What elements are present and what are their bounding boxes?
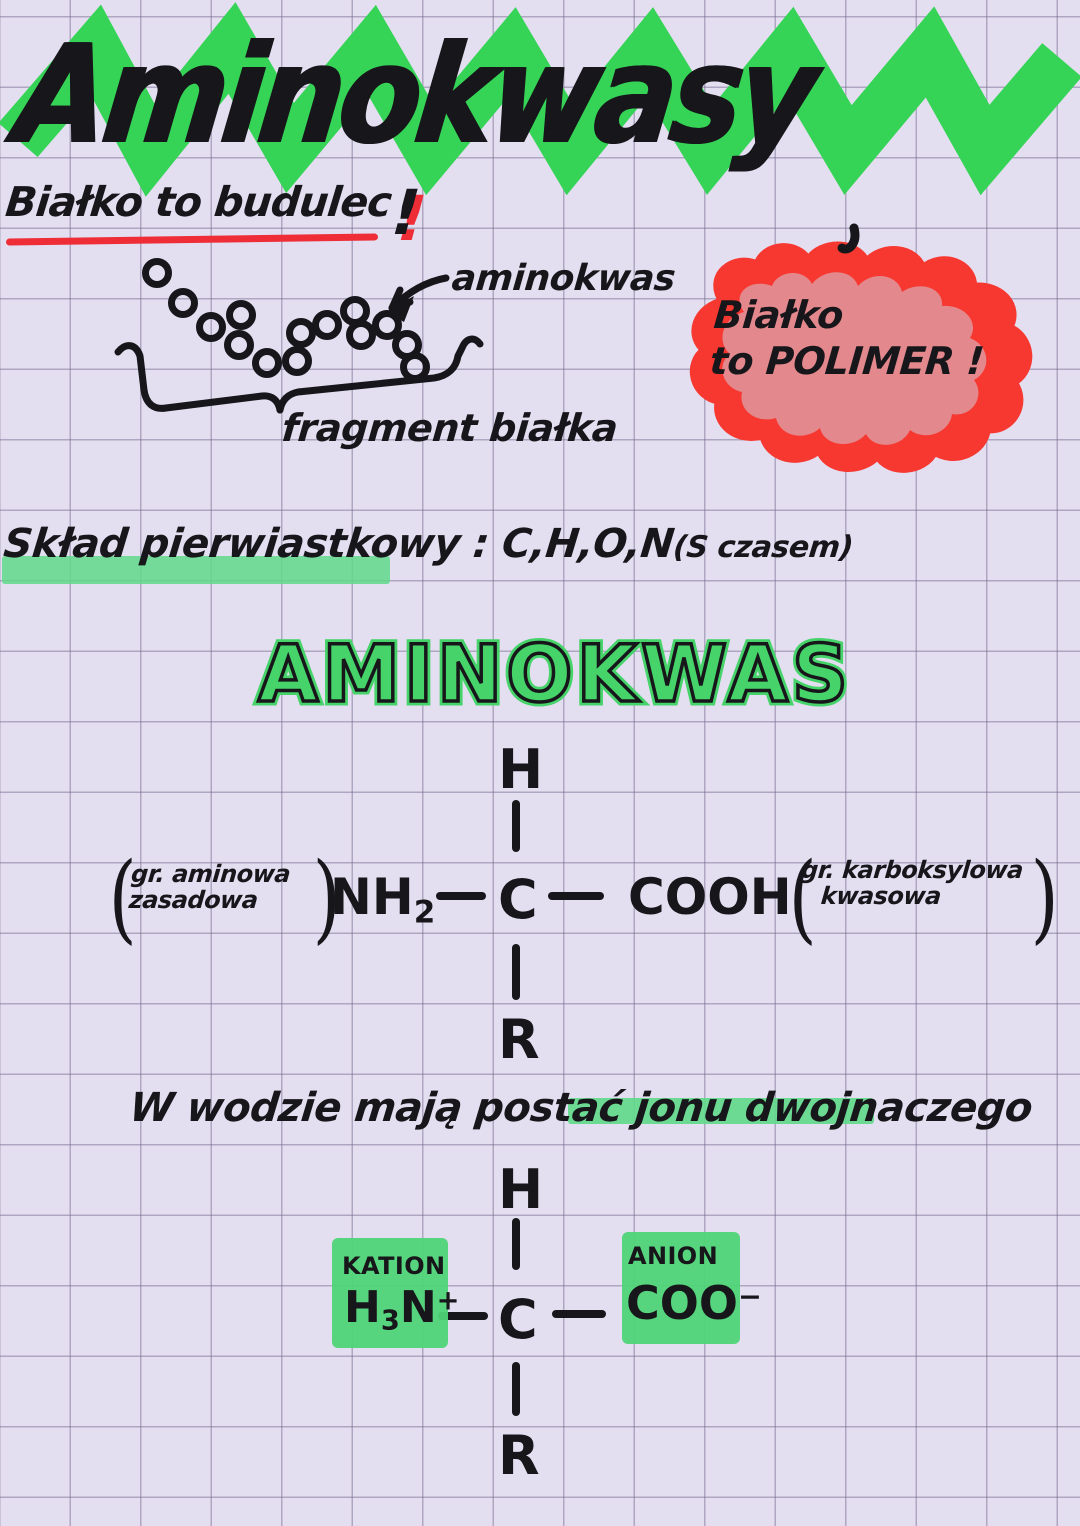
amino-group-note-line2: zasadowa xyxy=(127,885,259,914)
aminokwas-heading: AMINOKWAS xyxy=(256,628,853,722)
composition-highlight xyxy=(2,556,390,584)
structure2-bond-top xyxy=(512,1218,520,1270)
cation-h: H xyxy=(344,1282,381,1333)
chain-bead xyxy=(142,258,172,288)
carboxyl-group-note-line1: gr. karboksylowa xyxy=(799,856,1025,884)
intro-statement: Białko to budulec xyxy=(3,178,394,226)
structure1-bond-top xyxy=(512,800,520,852)
amino-group-note: gr. aminowa zasadowa xyxy=(127,860,292,914)
zwitterion-intro: W wodzie mają postać jonu dwojnaczego xyxy=(127,1085,1035,1131)
exclamation-mark: ! xyxy=(389,176,423,249)
anion-tag: ANION xyxy=(628,1242,719,1270)
chain-bead xyxy=(168,288,198,318)
chain-bead xyxy=(312,310,342,340)
right-paren-close: ) xyxy=(1030,842,1059,954)
structure2-bond-bottom xyxy=(512,1362,520,1416)
amino-group-note-line1: gr. aminowa xyxy=(129,860,292,888)
intro-underline xyxy=(5,233,379,246)
chain-bead xyxy=(282,346,312,376)
protein-fragment-label: fragment białka xyxy=(280,406,620,450)
chain-bead xyxy=(196,312,226,342)
carboxyl-group-note: gr. karboksylowa kwasowa xyxy=(798,856,1025,910)
polymer-callout-text: Białko to POLIMER ! xyxy=(708,292,1016,385)
cation-tag: KATION xyxy=(342,1252,446,1280)
chain-bead xyxy=(400,352,430,382)
left-paren-close: ) xyxy=(312,842,341,954)
cloud-shape xyxy=(689,241,1033,473)
chain-bead xyxy=(226,300,256,330)
chain-bead xyxy=(252,348,282,378)
anion-formula: COO− xyxy=(626,1276,762,1330)
carboxyl-group-note-line2: kwasowa xyxy=(819,881,943,910)
callout-line-2: to POLIMER ! xyxy=(708,339,986,384)
composition-label: Skład pierwiastkowy xyxy=(1,521,463,567)
amino-group-subscript: 2 xyxy=(413,894,436,931)
composition-line: Skład pierwiastkowy : C,H,O,N(S czasem) xyxy=(1,521,855,567)
structure1-amino-group: NH2 xyxy=(330,868,435,931)
page-title: Aminokwasy xyxy=(7,14,822,175)
structure1-carboxyl-group: COOH xyxy=(628,868,792,926)
structure1-bond-bottom xyxy=(512,944,520,1000)
zwitterion-intro-plain: W wodzie mają postać xyxy=(127,1085,638,1131)
zwitterion-highlight xyxy=(568,1098,874,1124)
structure2-bond-left xyxy=(438,1312,488,1320)
callout-line-1: Białko xyxy=(712,293,845,337)
chain-bead xyxy=(224,330,254,360)
structure2-center-atom: C xyxy=(498,1288,538,1351)
right-paren-open: ( xyxy=(788,842,817,954)
zwitterion-intro-highlighted: jonu dwojnaczego xyxy=(633,1085,1035,1131)
aminokwas-heading-fill: AMINOKWAS xyxy=(253,626,853,725)
anion-coo: COO xyxy=(626,1276,738,1330)
cation-highlight xyxy=(332,1238,448,1348)
amino-acid-label: aminokwas xyxy=(450,258,677,299)
anion-charge: − xyxy=(737,1280,762,1314)
left-paren-open: ( xyxy=(108,842,137,954)
anion-highlight xyxy=(622,1232,740,1344)
cation-charge: + xyxy=(436,1285,460,1317)
polymer-callout: Białko to POLIMER ! xyxy=(672,236,1044,476)
cation-formula: H3N+ xyxy=(344,1282,460,1337)
composition-note: (S czasem) xyxy=(671,530,855,565)
cation-n: N xyxy=(399,1282,437,1333)
structure1-bond-right xyxy=(548,892,604,900)
structure2-bottom-atom: R xyxy=(498,1424,540,1487)
structure2-top-atom: H xyxy=(498,1158,544,1221)
structure1-bottom-atom: R xyxy=(498,1008,540,1071)
structure1-bond-left xyxy=(436,892,486,900)
amino-group-symbol: NH xyxy=(330,868,414,926)
structure1-center-atom: C xyxy=(498,868,538,931)
structure1-top-atom: H xyxy=(498,738,544,801)
structure2-bond-right xyxy=(552,1310,606,1318)
composition-separator: : xyxy=(457,521,505,567)
cation-h-subscript: 3 xyxy=(380,1305,400,1337)
composition-elements: C,H,O,N xyxy=(499,521,677,567)
